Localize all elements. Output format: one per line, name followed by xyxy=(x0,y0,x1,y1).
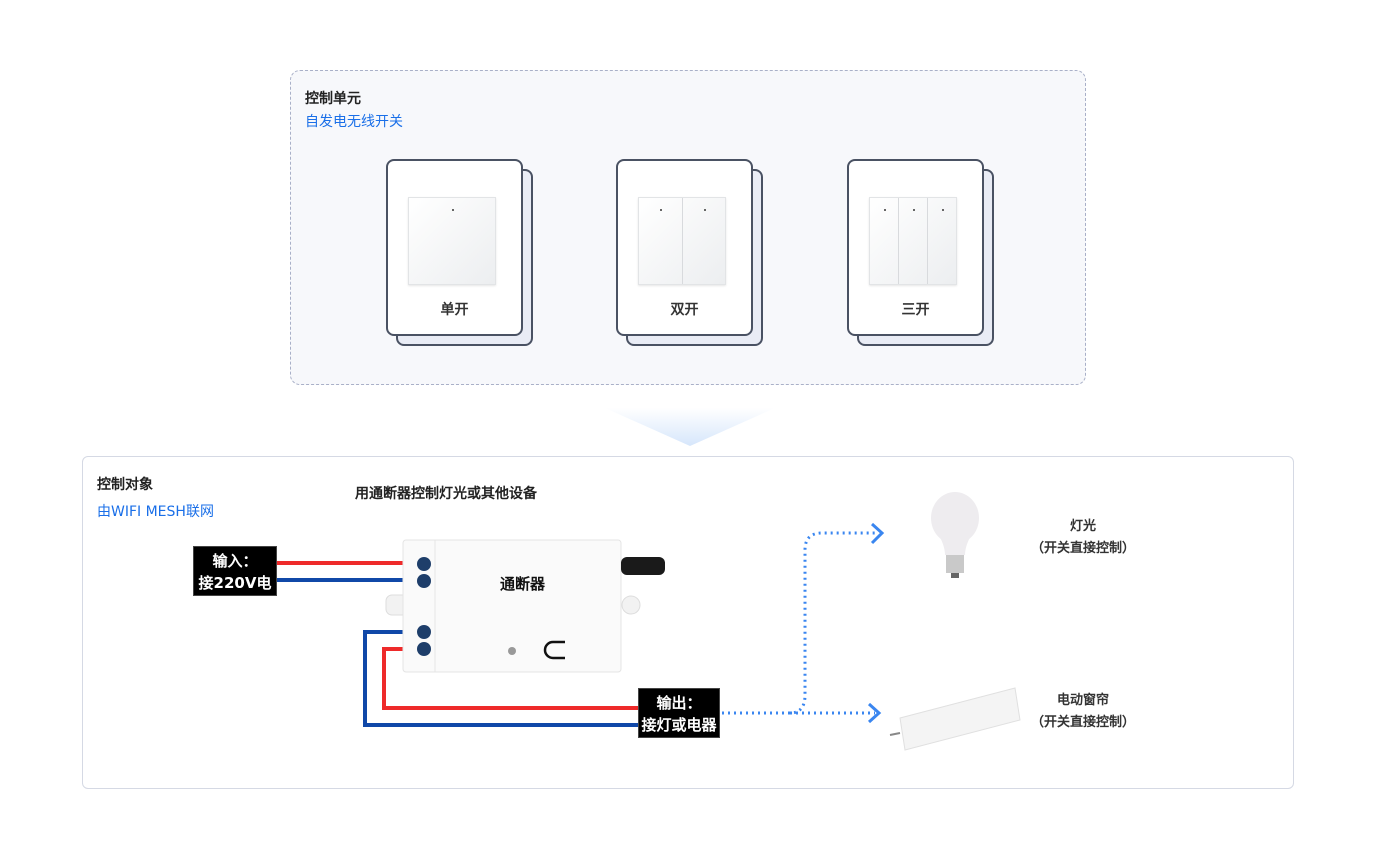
arrow-heads xyxy=(867,522,885,724)
input-label-line: 输入： xyxy=(212,552,258,570)
relay-device xyxy=(385,539,665,673)
light-bulb-image xyxy=(931,492,979,578)
single-gang-switch-image xyxy=(408,197,496,285)
relay-label: 通断器 xyxy=(500,575,546,593)
switch-label: 双开 xyxy=(670,302,699,318)
device-name: 灯光 xyxy=(1069,519,1096,534)
input-label-line: 接220V电 xyxy=(198,574,272,592)
switch-label: 单开 xyxy=(440,302,469,318)
wires xyxy=(277,561,640,727)
curtain-motor-image xyxy=(889,687,1021,751)
device-light-label: 灯光 （开关直接控制） xyxy=(1013,516,1153,560)
control-unit-title: 控制单元 xyxy=(305,91,361,107)
output-label-line: 接灯或电器 xyxy=(641,716,717,734)
output-label: 输出： 接灯或电器 xyxy=(638,688,720,738)
switch-card-double[interactable]: 双开 xyxy=(616,159,753,336)
control-unit-subtitle: 自发电无线开关 xyxy=(305,114,403,130)
control-target-panel xyxy=(82,456,1294,789)
diagram-title: 用通断器控制灯光或其他设备 xyxy=(355,486,537,502)
switch-label: 三开 xyxy=(901,302,930,318)
device-note: （开关直接控制） xyxy=(1030,715,1135,730)
device-curtain-label: 电动窗帘 （开关直接控制） xyxy=(1013,690,1153,734)
control-target-title: 控制对象 xyxy=(97,477,153,493)
double-gang-switch-image xyxy=(638,197,726,285)
device-note: （开关直接控制） xyxy=(1030,541,1135,556)
input-label: 输入： 接220V电 xyxy=(193,546,277,596)
switch-card-triple[interactable]: 三开 xyxy=(847,159,984,336)
switch-card-single[interactable]: 单开 xyxy=(386,159,523,336)
dotted-arrows xyxy=(722,531,878,715)
device-name: 电动窗帘 xyxy=(1056,693,1109,708)
output-label-line: 输出： xyxy=(656,694,702,712)
triple-gang-switch-image xyxy=(869,197,957,285)
control-target-subtitle: 由WIFI MESH联网 xyxy=(97,504,214,520)
